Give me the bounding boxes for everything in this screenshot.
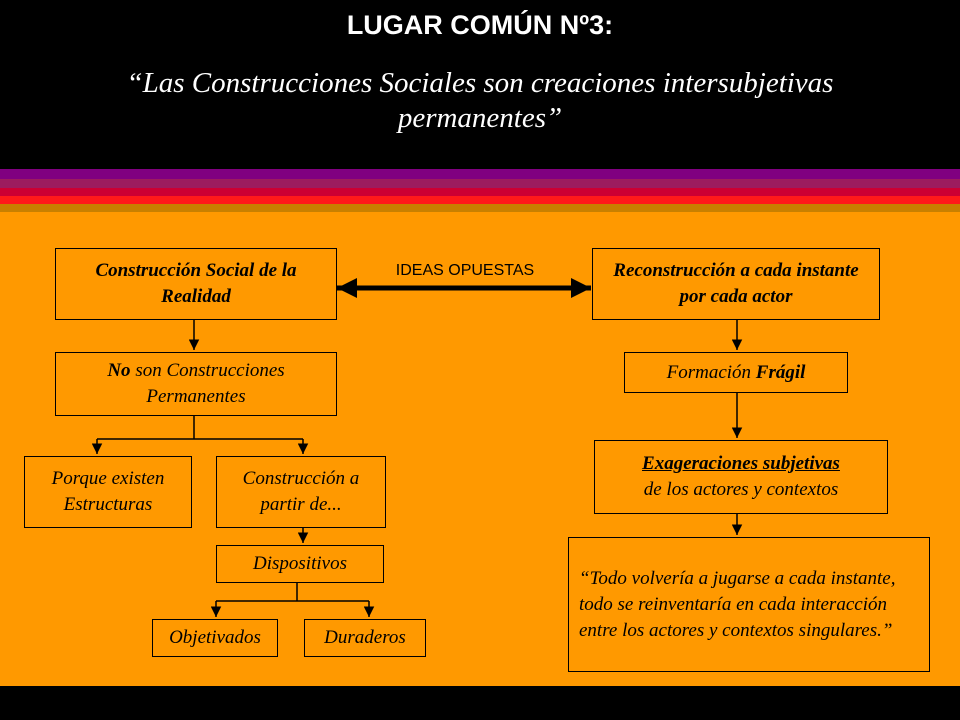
quote-text: “Todo volvería a jugarse a cada instante… [579, 567, 896, 641]
subjective-exaggerations-rest: de los actores y contextos [643, 479, 839, 500]
subjective-exaggerations-heading: Exageraciones subjetivas [642, 453, 840, 474]
durable-text: Duraderos [324, 627, 406, 648]
slide-subtitle: “Las Construcciones Sociales son creacio… [126, 67, 834, 134]
reconstruction-text: Reconstrucción a cada instante por cada … [613, 260, 859, 307]
not-permanent-emphasis: No [107, 360, 131, 381]
not-permanent-box: No son Construcciones Permanentes [55, 352, 337, 416]
devices-box: Dispositivos [216, 545, 384, 583]
opposite-ideas-label: IDEAS OPUESTAS [395, 262, 535, 279]
construction-from-box: Construcción a partir de... [216, 456, 386, 528]
fragile-formation-text: Formación Frágil [667, 360, 806, 386]
reconstruction-box: Reconstrucción a cada instante por cada … [592, 248, 880, 320]
stripe-1 [0, 169, 960, 179]
quote-box: “Todo volvería a jugarse a cada instante… [568, 537, 930, 672]
stripe-4 [0, 196, 960, 204]
social-construction-text: Construcción Social de la Realidad [95, 260, 297, 307]
formation-label: Formación [666, 361, 756, 383]
stripe-3 [0, 188, 960, 196]
durable-box: Duraderos [304, 619, 426, 657]
stripe-2 [0, 179, 960, 188]
slide-title: LUGAR COMÚN Nº3: [346, 10, 614, 40]
not-permanent-text: No son Construcciones Permanentes [68, 358, 324, 410]
construction-from-text: Construcción a partir de... [242, 468, 360, 515]
stripe-5 [0, 204, 960, 212]
social-construction-box: Construcción Social de la Realidad [55, 248, 337, 320]
objectified-box: Objetivados [152, 619, 278, 657]
fragile-formation-box: Formación Frágil [624, 352, 848, 393]
devices-text: Dispositivos [253, 553, 347, 574]
structures-text: Porque existen Estructuras [51, 468, 165, 515]
fragile-emphasis: Frágil [755, 361, 806, 383]
objectified-text: Objetivados [169, 627, 261, 648]
subjective-exaggerations-box: Exageraciones subjetivas de los actores … [594, 440, 888, 514]
structures-box: Porque existen Estructuras [24, 456, 192, 528]
not-permanent-rest: son Construcciones Permanentes [130, 360, 285, 407]
